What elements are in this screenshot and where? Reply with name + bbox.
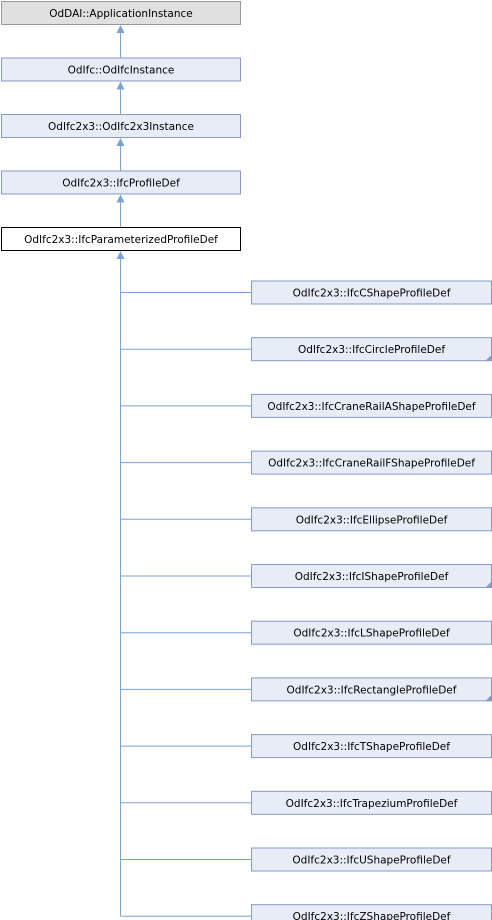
node-odifc-instance[interactable]: OdIfc::OdIfcInstance xyxy=(1,57,241,82)
more-indicator-icon xyxy=(485,354,492,361)
node-label: OdIfc2x3::IfcRectangleProfileDef xyxy=(287,684,457,696)
node-ifc-circle-profile-def[interactable]: OdIfc2x3::IfcCircleProfileDef xyxy=(251,337,492,362)
node-label: OdIfc2x3::IfcLShapeProfileDef xyxy=(293,628,450,640)
node-ifc-trapezium-profile-def[interactable]: OdIfc2x3::IfcTrapeziumProfileDef xyxy=(251,790,492,815)
inheritance-arrow-icon xyxy=(116,25,125,33)
node-box xyxy=(1,1,241,25)
node-ifc-c-shape-profile-def[interactable]: OdIfc2x3::IfcCShapeProfileDef xyxy=(251,280,492,305)
node-label: OdIfc2x3::IfcEllipseProfileDef xyxy=(296,514,448,526)
node-box xyxy=(1,170,241,195)
inheritance-arrow-icon xyxy=(116,194,125,203)
node-ifc-ellipse-profile-def[interactable]: OdIfc2x3::IfcEllipseProfileDef xyxy=(251,507,492,532)
more-indicator-icon xyxy=(485,581,492,588)
more-indicator-icon xyxy=(485,694,492,701)
node-box xyxy=(1,57,241,82)
node-ifc-i-shape-profile-def[interactable]: OdIfc2x3::IfcIShapeProfileDef xyxy=(251,564,492,588)
node-odifc2x3-instance[interactable]: OdIfc2x3::OdIfc2x3Instance xyxy=(1,114,241,138)
node-ifc-t-shape-profile-def[interactable]: OdIfc2x3::IfcTShapeProfileDef xyxy=(251,734,492,759)
node-ifc-parameterized-profile-def[interactable]: OdIfc2x3::IfcParameterizedProfileDef xyxy=(1,227,241,251)
node-label: OdIfc2x3::OdIfc2x3Instance xyxy=(48,121,194,133)
node-label: OdDAI::ApplicationInstance xyxy=(49,8,193,20)
node-box xyxy=(1,114,241,138)
node-ifc-crane-rail-a-shape-profile-def[interactable]: OdIfc2x3::IfcCraneRailAShapeProfileDef xyxy=(251,393,492,418)
node-label: OdIfc2x3::IfcCraneRailFShapeProfileDef xyxy=(268,458,475,470)
node-label: OdIfc2x3::IfcCraneRailAShapeProfileDef xyxy=(267,401,475,413)
node-ifc-l-shape-profile-def[interactable]: OdIfc2x3::IfcLShapeProfileDef xyxy=(251,620,492,645)
inheritance-arrow-icon xyxy=(116,138,125,146)
node-label: OdIfc::OdIfcInstance xyxy=(68,65,175,77)
node-label: OdIfc2x3::IfcTShapeProfileDef xyxy=(293,741,450,753)
node-box xyxy=(1,227,241,251)
inheritance-arrow-icon xyxy=(116,81,125,90)
node-label: OdIfc2x3::IfcCircleProfileDef xyxy=(298,344,445,356)
node-ifc-u-shape-profile-def[interactable]: OdIfc2x3::IfcUShapeProfileDef xyxy=(251,847,492,872)
node-application-instance[interactable]: OdDAI::ApplicationInstance xyxy=(1,1,241,25)
node-label: OdIfc2x3::IfcUShapeProfileDef xyxy=(292,855,450,867)
node-ifc-profile-def[interactable]: OdIfc2x3::IfcProfileDef xyxy=(1,170,241,195)
node-ifc-z-shape-profile-def[interactable]: OdIfc2x3::IfcZShapeProfileDef xyxy=(251,904,492,920)
node-ifc-rectangle-profile-def[interactable]: OdIfc2x3::IfcRectangleProfileDef xyxy=(251,677,492,702)
node-label: OdIfc2x3::IfcIShapeProfileDef xyxy=(295,571,449,583)
node-label: OdIfc2x3::IfcTrapeziumProfileDef xyxy=(286,798,458,810)
node-label: OdIfc2x3::IfcCShapeProfileDef xyxy=(293,288,451,300)
node-ifc-crane-rail-f-shape-profile-def[interactable]: OdIfc2x3::IfcCraneRailFShapeProfileDef xyxy=(251,450,492,475)
children-arrow-icon xyxy=(116,251,125,259)
node-label: OdIfc2x3::IfcProfileDef xyxy=(62,178,180,190)
node-label: OdIfc2x3::IfcParameterizedProfileDef xyxy=(24,234,218,246)
node-label: OdIfc2x3::IfcZShapeProfileDef xyxy=(293,911,451,920)
